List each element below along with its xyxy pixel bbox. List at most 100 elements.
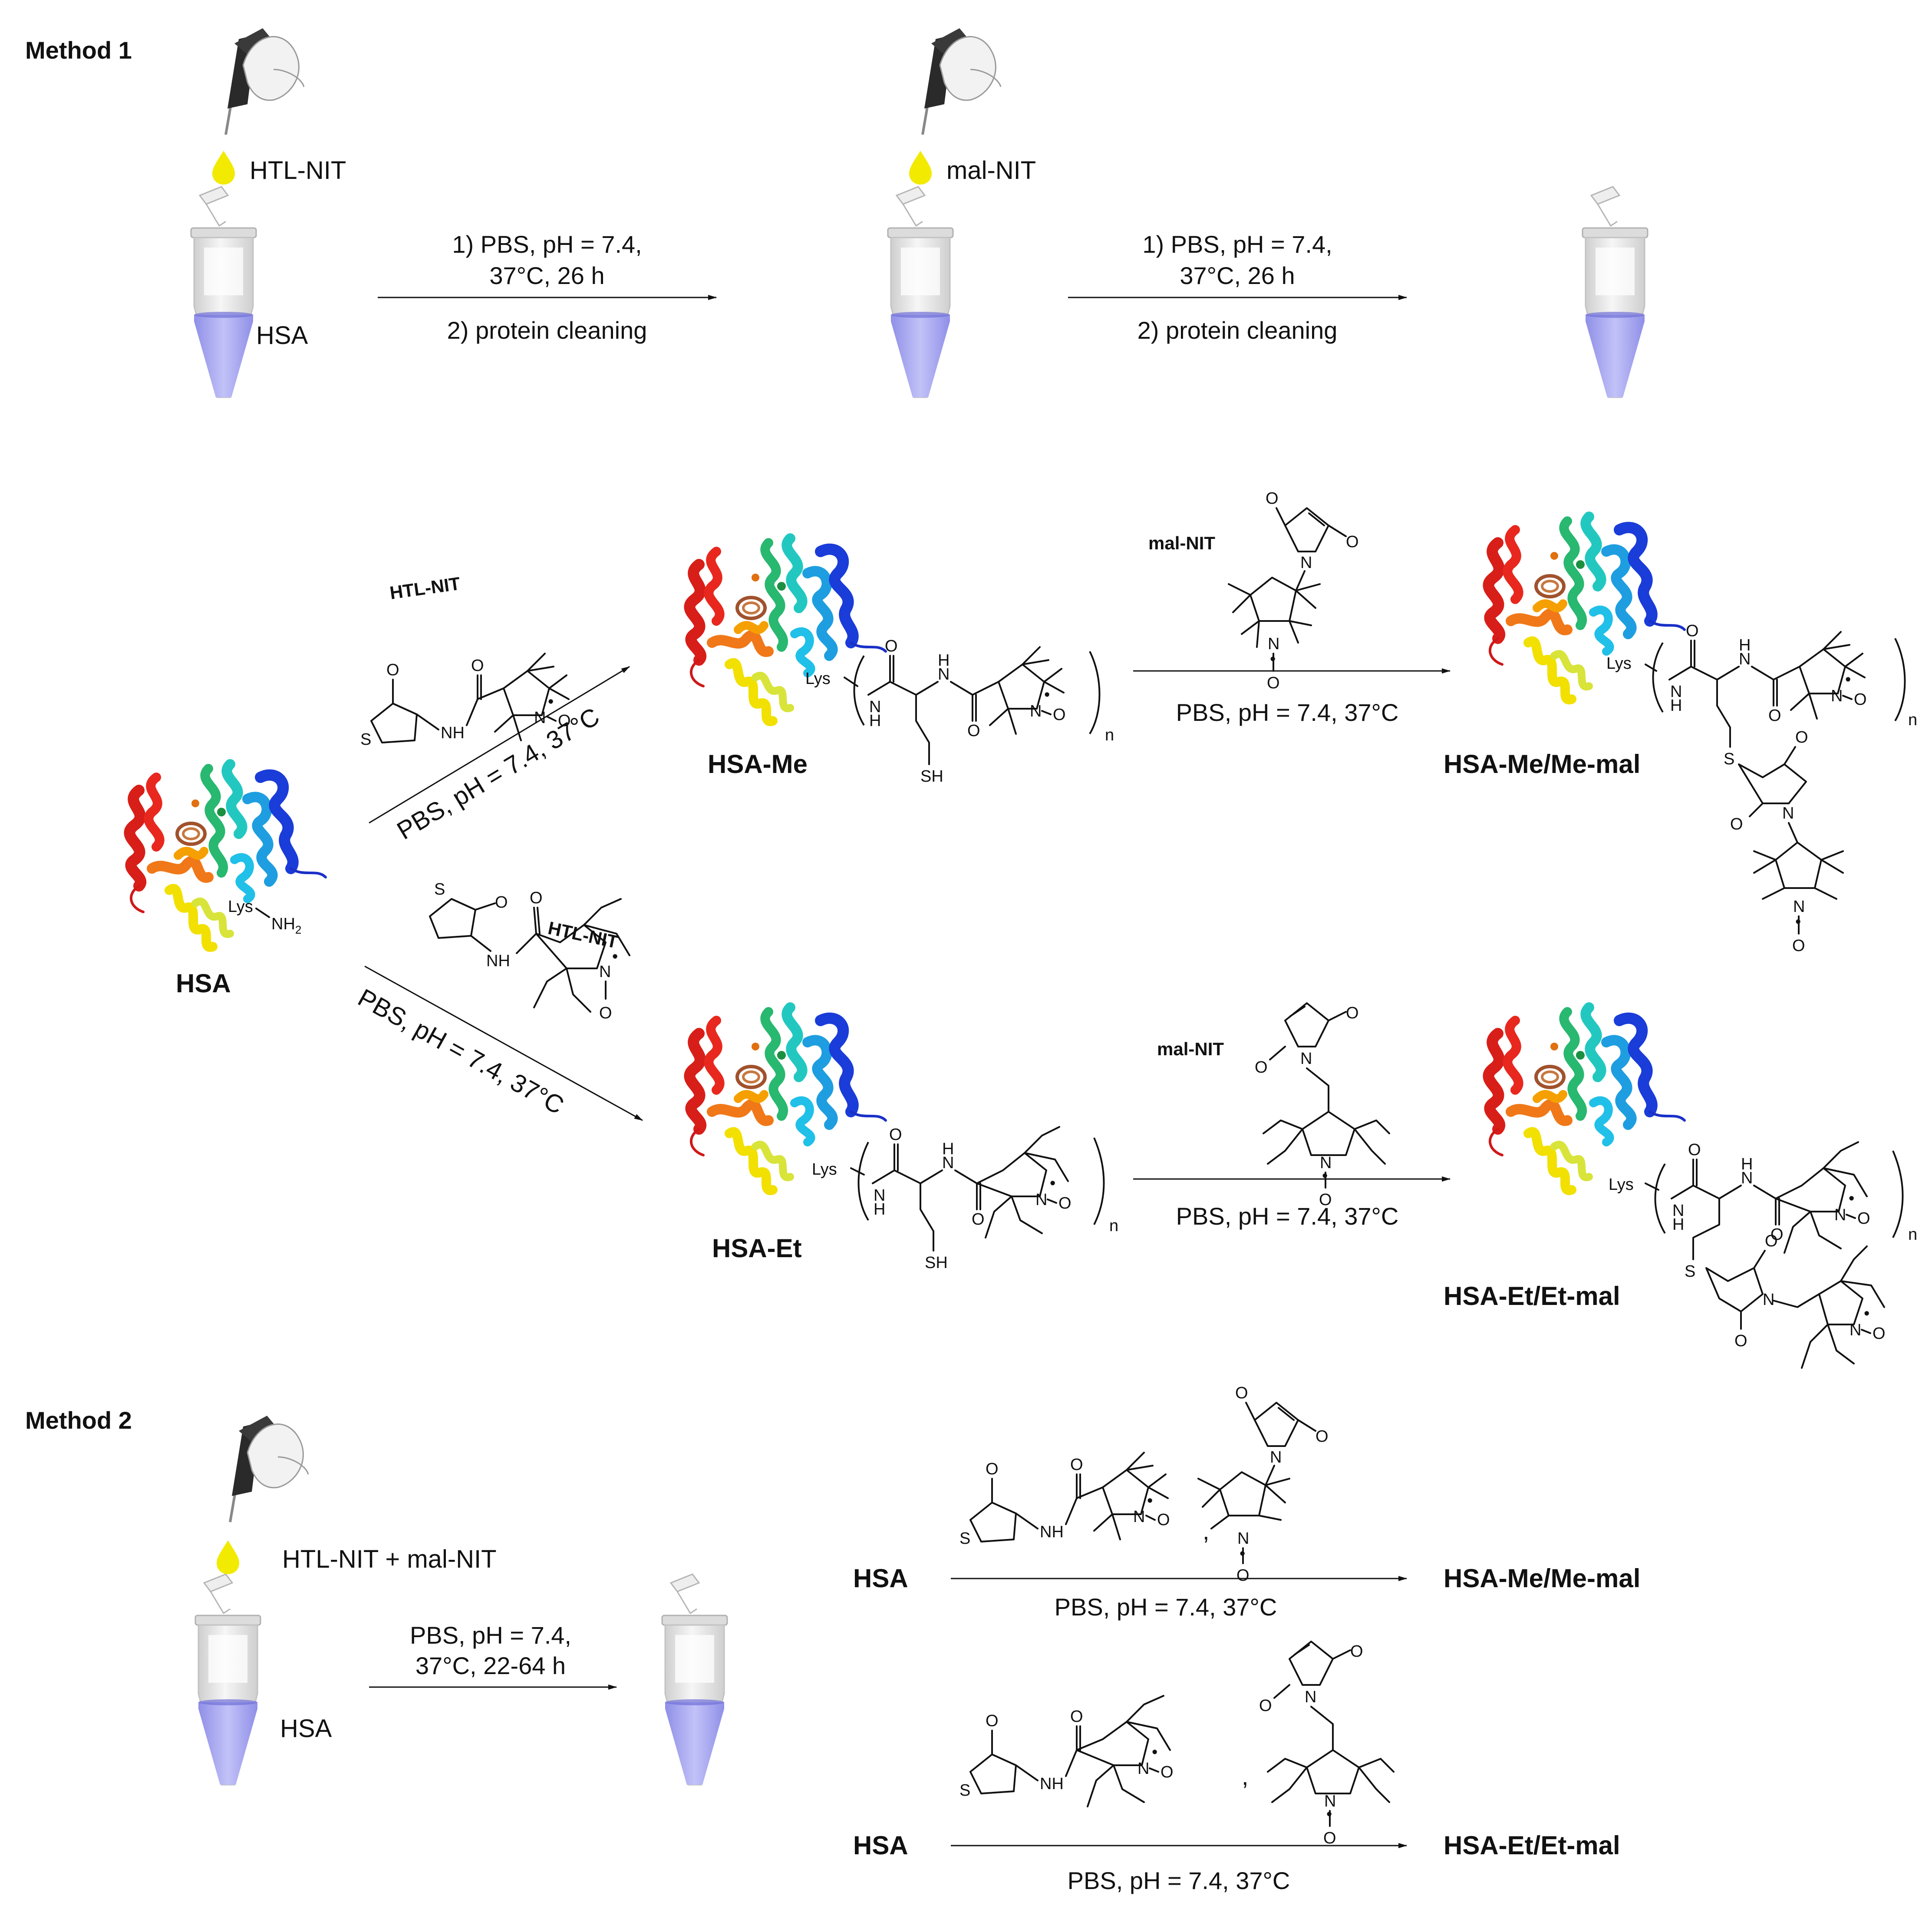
svg-text:•: • [1050,1174,1055,1192]
svg-text:N: N [1850,1321,1861,1339]
protein-hsa-et [689,1007,886,1190]
hsa-et-label: HSA-Et [712,1234,802,1263]
reaction-b-reactant: HSA [853,1831,908,1860]
svg-text:N: N [1831,687,1843,705]
svg-text:H: H [1672,1215,1684,1234]
svg-text:N: N [1300,1050,1312,1068]
svg-text:S: S [434,880,445,898]
svg-text:S: S [959,1529,970,1548]
svg-text:O: O [1765,1232,1778,1250]
svg-text:O: O [1686,622,1699,640]
htl-nit-label-upper: HTL-NIT [389,573,462,603]
arrow-to-hsa-me [369,666,630,824]
svg-text:•: • [1864,1305,1869,1323]
protein-hsa-me-mal [1488,517,1685,700]
hsa-me-mal-label: HSA-Me/Me-mal [1444,750,1640,779]
lys-label-me: Lys [805,670,831,688]
svg-text:O: O [1854,690,1867,709]
svg-text:O: O [986,1712,999,1730]
svg-text:O: O [1857,1209,1870,1228]
svg-text:O: O [1235,1384,1248,1402]
svg-text:N: N [1133,1508,1145,1526]
pipette-2 [923,28,1001,135]
protein-hsa-et-mal [1488,1007,1685,1190]
n-subscript-me: n [1105,726,1114,744]
step2-cond-line1: 1) PBS, pH = 7.4, [1142,231,1332,258]
svg-text:N: N [1305,1688,1316,1706]
hsa-et-structure: N H O N H SH O N • O n [850,1126,1118,1272]
svg-text:N: N [938,665,950,684]
svg-text:O: O [1792,937,1805,955]
svg-text:NH: NH [1040,1523,1064,1541]
svg-text:O: O [1770,1225,1784,1244]
svg-text:•: • [1152,1743,1157,1761]
tube-4-label: HSA [280,1714,332,1743]
svg-text:N: N [534,709,546,727]
step1-cond-line1: 1) PBS, pH = 7.4, [452,231,642,258]
svg-text:O: O [1266,489,1279,508]
svg-text:H: H [1741,1155,1753,1173]
svg-text:O: O [1267,674,1280,692]
htl-nit-et-structure: S O NH O N • O [429,880,630,1022]
method1-title: Method 1 [25,36,132,64]
svg-text:O: O [1236,1566,1250,1585]
hsa-start-label: HSA [176,969,231,998]
svg-text:S: S [959,1781,970,1800]
svg-text:O: O [558,712,571,730]
svg-text:n: n [1908,711,1917,729]
svg-text:N: N [1137,1760,1149,1778]
cond-upper: PBS, pH = 7.4, 37°C [392,702,604,845]
svg-text:N: N [1670,683,1682,701]
method2-cond-line1: PBS, pH = 7.4, [410,1622,571,1649]
mal-nit-et-structure: O O N N • O [1255,1002,1390,1209]
svg-text:NH: NH [1040,1775,1064,1793]
svg-text:O: O [1688,1141,1701,1159]
lys-label-me-mal: Lys [1606,654,1632,673]
svg-text:O: O [1053,706,1066,724]
pipette-3 [230,1416,308,1522]
svg-text:H: H [874,1200,885,1219]
svg-text:NH: NH [486,952,510,970]
svg-text:O: O [495,893,508,912]
svg-text:O: O [1157,1511,1170,1529]
svg-text:O: O [1768,707,1781,725]
svg-text:•: • [1849,1189,1854,1208]
step1-cond-line2: 37°C, 26 h [489,262,604,289]
svg-text:SH: SH [925,1254,948,1272]
reaction-a-product: HSA-Me/Me-mal [1444,1564,1640,1593]
reaction-a-reactant: HSA [853,1564,908,1593]
svg-text:•: • [548,693,554,711]
reaction-b-product: HSA-Et/Et-mal [1444,1831,1620,1860]
hsa-et-mal-structure: N H O N H S O N • O n O O N N • O [1645,1141,1917,1369]
svg-text:N: N [1320,1154,1332,1172]
tube-1 [190,186,257,398]
svg-text:O: O [1350,1642,1363,1661]
tube-2 [887,186,954,398]
svg-text:N: N [1672,1202,1684,1220]
nh2-label: NH2 [271,915,301,936]
tube-3 [1582,186,1648,398]
tube-1-label: HSA [256,321,308,350]
hsa-me-structure: N H O N H SH O N • O n [844,637,1114,786]
reaction-a-conditions: PBS, pH = 7.4, 37°C [1055,1593,1277,1621]
svg-text:N: N [1834,1206,1846,1224]
svg-text:N: N [869,698,881,716]
step2-cond-line3: 2) protein cleaning [1137,317,1338,344]
svg-text:H: H [1670,697,1682,715]
sh-label-me: SH [920,767,943,786]
svg-text:O: O [1730,815,1743,833]
protein-hsa-start [129,764,326,947]
svg-text:O: O [386,661,399,679]
svg-text:N: N [1237,1529,1249,1548]
reaction-a-htl-nit-structure: O S NH O N • O [959,1452,1170,1548]
lys-label-et: Lys [812,1160,837,1179]
pipette-1 [226,28,304,135]
protein-hsa-me [689,538,886,721]
reagent-mal-nit-label: mal-NIT [946,156,1036,185]
svg-text:N: N [1268,635,1279,653]
svg-text:O: O [1795,728,1808,746]
svg-text:O: O [1315,1427,1329,1446]
htl-nit-me-structure: O S NH O N • O [360,653,571,749]
svg-text:N: N [1782,804,1794,822]
